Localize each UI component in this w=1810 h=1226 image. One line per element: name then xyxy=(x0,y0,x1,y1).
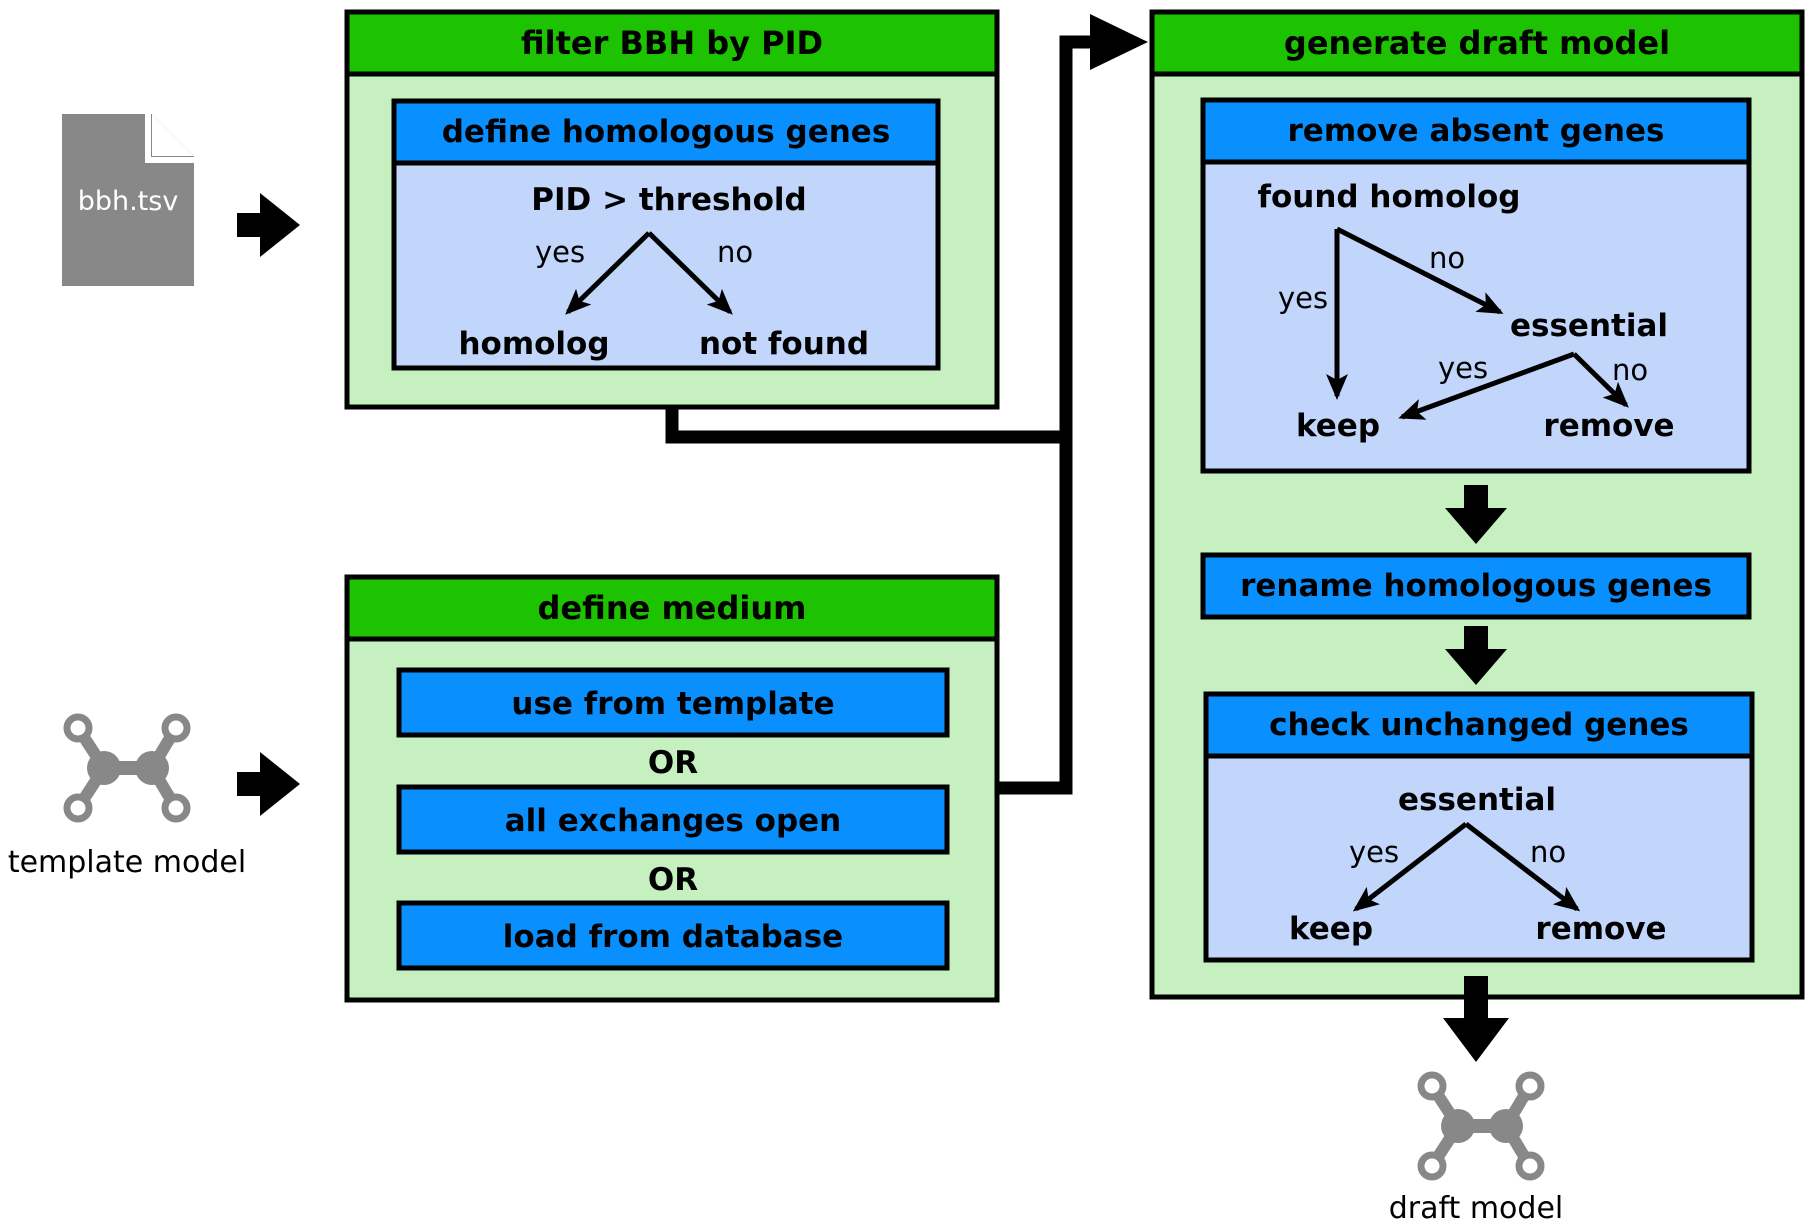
file-icon xyxy=(62,114,194,286)
check-no-label: no xyxy=(1530,835,1566,869)
check-branch-arrows xyxy=(1352,822,1581,912)
not-found-result: not found xyxy=(699,326,869,362)
filter-no-label: no xyxy=(717,235,753,269)
pid-condition: PID > threshold xyxy=(531,182,806,218)
remove-absent-title: remove absent genes xyxy=(1288,113,1665,149)
remove-no-label: no xyxy=(1429,241,1465,275)
define-homologous-panel xyxy=(391,98,941,371)
option-load-from-database xyxy=(396,900,950,971)
filter-bbh-title: filter BBH by PID xyxy=(521,24,823,62)
define-homologous-title: define homologous genes xyxy=(442,114,891,150)
check-unchanged-title: check unchanged genes xyxy=(1269,707,1689,743)
remove-absent-panel xyxy=(1200,97,1752,474)
arrow-rename-to-check xyxy=(1445,626,1507,685)
define-medium-title: define medium xyxy=(538,589,807,627)
filter-yes-label: yes xyxy=(535,235,585,269)
option-all-exchanges-open-label: all exchanges open xyxy=(505,803,841,839)
essential-no-label: no xyxy=(1612,353,1648,387)
remove-yes-label: yes xyxy=(1278,281,1328,315)
check-yes-label: yes xyxy=(1349,835,1399,869)
filter-branch-arrows xyxy=(565,231,733,315)
rename-homologous-title: rename homologous genes xyxy=(1240,568,1712,604)
draft-model-network-icon xyxy=(1417,1071,1545,1181)
generate-draft-title: generate draft model xyxy=(1284,24,1670,62)
arrow-file-to-filter xyxy=(237,193,300,257)
remove-branch-arrows xyxy=(1326,226,1629,420)
homolog-result: homolog xyxy=(458,326,609,362)
check-keep-result: keep xyxy=(1289,911,1373,947)
option-use-from-template-label: use from template xyxy=(511,686,834,722)
arrow-remove-to-rename xyxy=(1445,485,1507,544)
found-homolog-condition: found homolog xyxy=(1258,179,1521,215)
draft-model-label: draft model xyxy=(1389,1191,1564,1226)
keep-result: keep xyxy=(1296,408,1380,444)
connector-lines xyxy=(665,14,1148,795)
check-essential-condition: essential xyxy=(1398,782,1556,818)
check-unchanged-panel xyxy=(1203,691,1755,963)
rename-homologous-panel xyxy=(1200,552,1752,620)
option-use-from-template xyxy=(396,667,950,738)
option-load-from-database-label: load from database xyxy=(503,919,843,955)
remove-result: remove xyxy=(1543,408,1674,444)
arrow-template-to-medium xyxy=(237,752,300,816)
template-model-label: template model xyxy=(8,845,246,880)
essential-yes-label: yes xyxy=(1438,351,1488,385)
option-all-exchanges-open xyxy=(396,784,950,855)
arrow-draft-to-output xyxy=(1443,976,1509,1062)
essential-node: essential xyxy=(1510,308,1668,344)
check-remove-result: remove xyxy=(1535,911,1666,947)
or-separator-1: OR xyxy=(648,745,698,781)
or-separator-2: OR xyxy=(648,862,698,898)
bbh-file-label: bbh.tsv xyxy=(78,186,179,217)
network-icon xyxy=(63,713,191,823)
